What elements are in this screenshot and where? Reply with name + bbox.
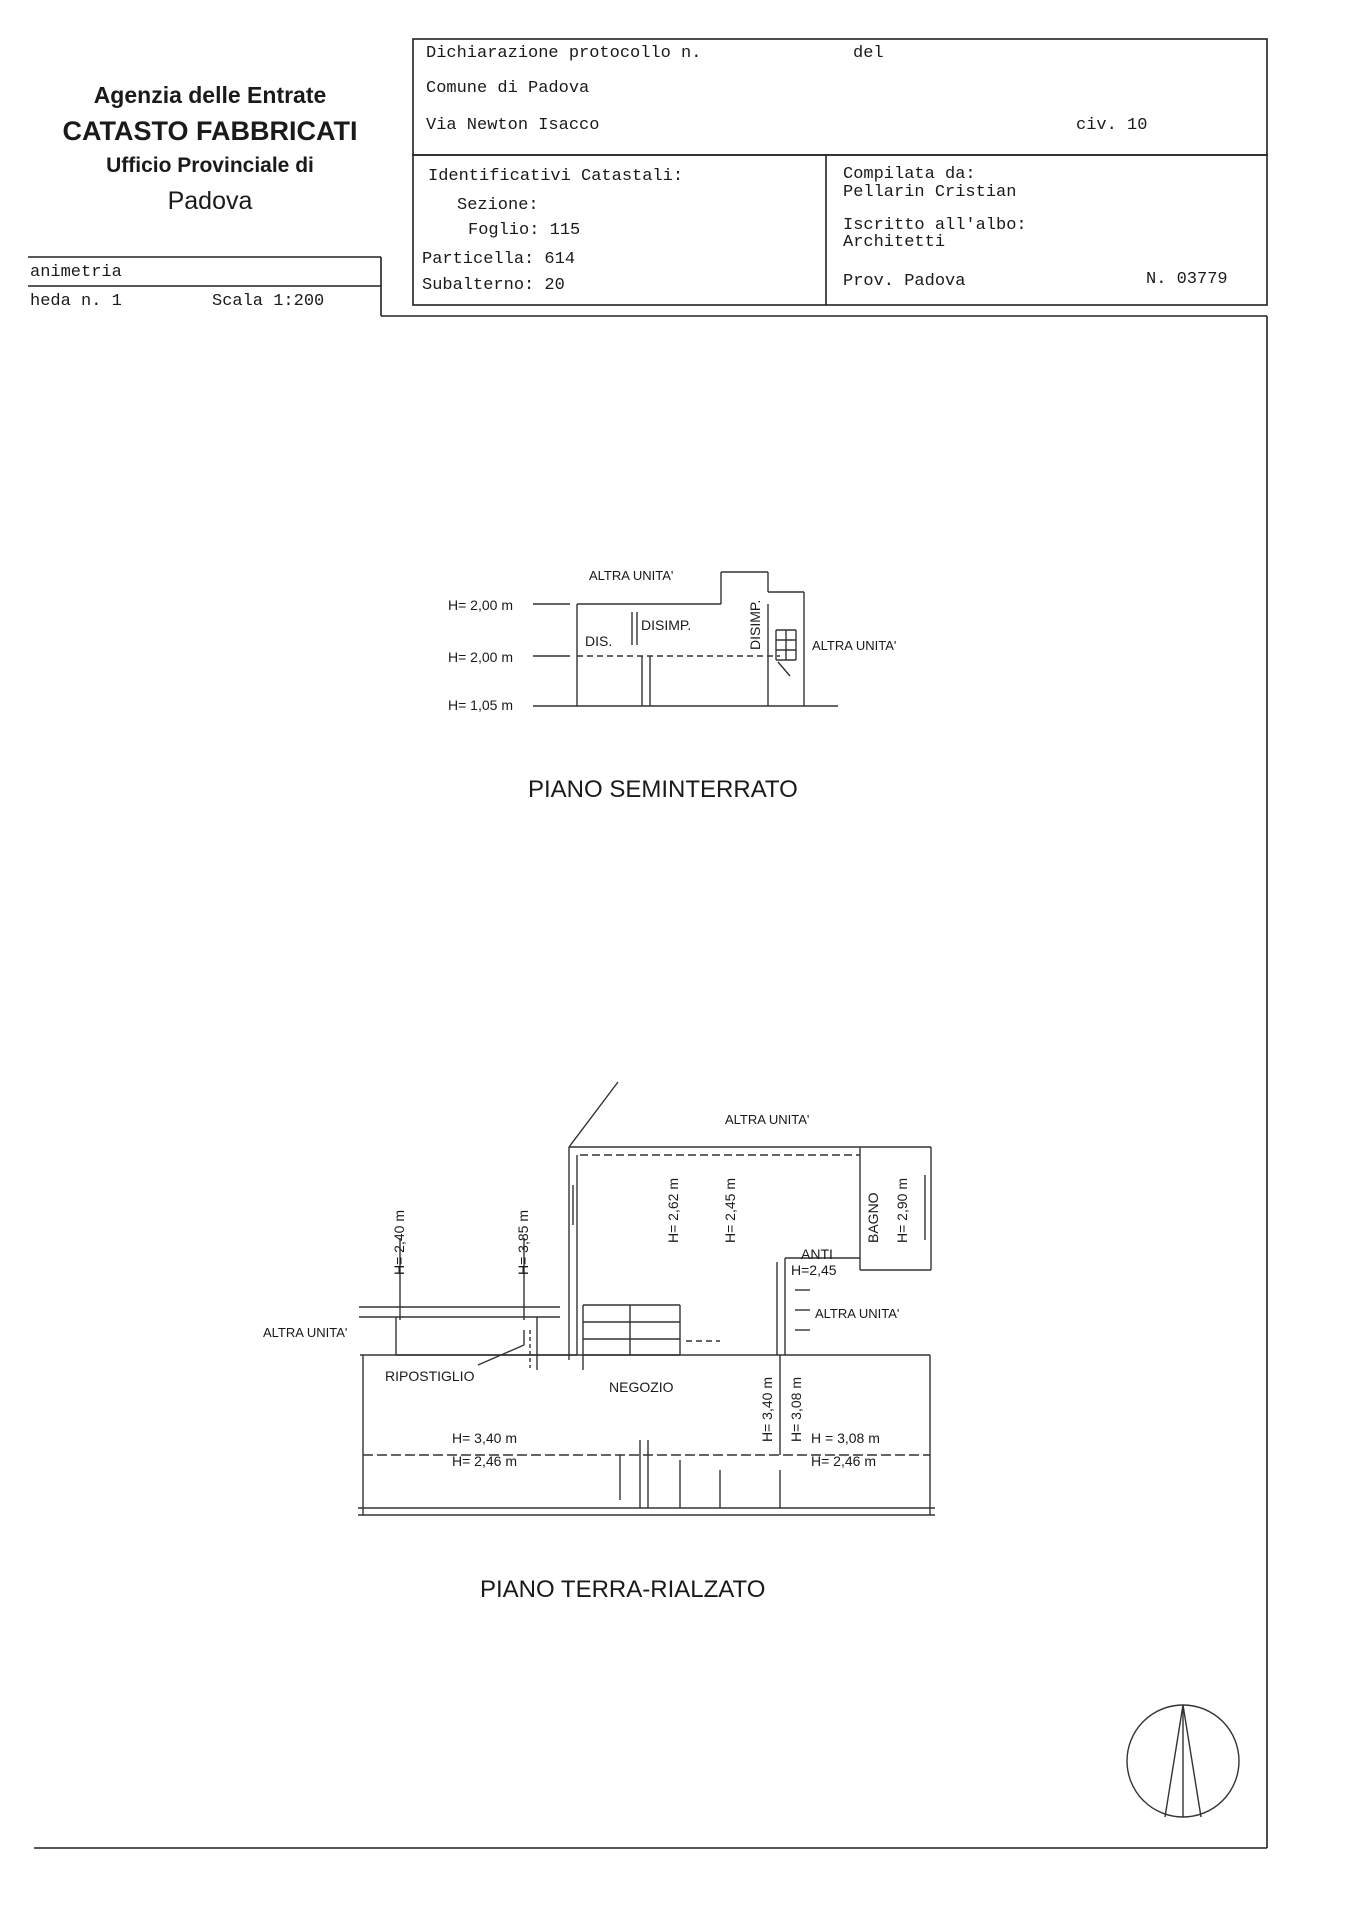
north-arrow-icon — [1126, 1704, 1240, 1818]
scala-value: Scala 1:200 — [212, 292, 325, 311]
dichiarazione-del: del — [853, 44, 884, 63]
terra-title: PIANO TERRA-RIALZATO — [480, 1576, 765, 1603]
compilata-label: Compilata da: — [843, 165, 976, 184]
terra-height-308: H = 3,08 m — [811, 1430, 880, 1446]
terra-altra-unita-top: ALTRA UNITA' — [725, 1112, 809, 1127]
provincia: Prov. Padova — [843, 272, 966, 291]
terra-height-246-right: H= 2,46 m — [811, 1453, 876, 1469]
terra-height-290: H= 2,90 m — [894, 1178, 910, 1243]
civico: civ. 10 — [1076, 116, 1148, 135]
seminterrato-altra-unita-right: ALTRA UNITA' — [812, 638, 896, 653]
terra-bagno-label: BAGNO — [865, 1192, 881, 1243]
seminterrato-plan — [533, 571, 838, 707]
seminterrato-title: PIANO SEMINTERRATO — [528, 776, 798, 803]
terra-height-240: H= 2,40 m — [391, 1210, 407, 1275]
terra-altra-unita-left: ALTRA UNITA' — [263, 1325, 347, 1340]
terra-height-340: H= 3,40 m — [452, 1430, 517, 1446]
terra-height-262: H= 2,62 m — [665, 1178, 681, 1243]
iscritto-albo-label: Iscritto all'albo: — [843, 216, 1027, 235]
terra-anti-label: ANTI — [801, 1246, 833, 1262]
planimetria-label: animetria — [30, 263, 122, 282]
particella: Particella: 614 — [422, 250, 576, 269]
compilata-name: Pellarin Cristian — [843, 183, 1017, 202]
terra-height-385: H= 3,85 m — [515, 1210, 531, 1275]
comune: Comune di Padova — [426, 79, 590, 98]
terra-height-245: H= 2,45 m — [722, 1178, 738, 1243]
albo-value: Architetti — [843, 233, 946, 252]
identificativi-box — [412, 154, 1268, 306]
terra-height-246-left: H= 2,46 m — [452, 1453, 517, 1469]
agency-name: Agenzia delle Entrate — [93, 82, 327, 108]
scheda-number: heda n. 1 — [30, 292, 122, 311]
terra-plan — [358, 1081, 935, 1516]
agency-office: Ufficio Provinciale di — [106, 154, 314, 177]
via: Via Newton Isacco — [426, 116, 600, 135]
terra-height-340-vertical: H= 3,40 m — [759, 1377, 775, 1442]
dichiarazione-protocollo: Dichiarazione protocollo n. — [426, 44, 702, 63]
terra-ripostiglio-label: RIPOSTIGLIO — [385, 1368, 475, 1384]
identificativi-title: Identificativi Catastali: — [428, 167, 684, 186]
terra-altra-unita-right: ALTRA UNITA' — [815, 1306, 899, 1321]
seminterrato-height-1: H= 2,00 m — [448, 597, 513, 613]
agency-department: CATASTO FABBRICATI — [62, 116, 358, 146]
subalterno: Subalterno: 20 — [422, 276, 565, 295]
seminterrato-height-2: H= 2,00 m — [448, 649, 513, 665]
terra-anti-height: H=2,45 — [791, 1262, 837, 1278]
foglio: Foglio: 115 — [468, 221, 581, 240]
numero-albo: N. 03779 — [1146, 270, 1228, 289]
seminterrato-height-3: H= 1,05 m — [448, 697, 513, 713]
seminterrato-altra-unita-top: ALTRA UNITA' — [589, 568, 673, 583]
seminterrato-disimp: DISIMP. — [641, 617, 691, 633]
terra-height-308-vertical: H= 3,08 m — [788, 1377, 804, 1442]
terra-negozio-label: NEGOZIO — [609, 1379, 674, 1395]
seminterrato-dis: DIS. — [585, 633, 612, 649]
agency-city: Padova — [167, 187, 253, 215]
seminterrato-disimp-vertical: DISIMP. — [747, 600, 763, 650]
sezione: Sezione: — [457, 196, 539, 215]
